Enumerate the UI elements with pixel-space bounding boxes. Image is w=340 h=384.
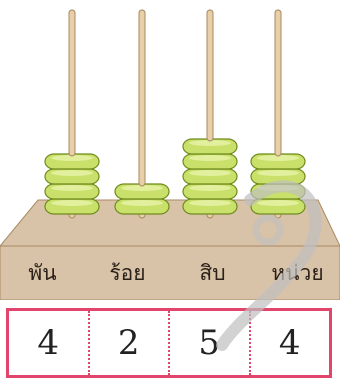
abacus-bead	[45, 169, 99, 184]
abacus-rod-top	[139, 10, 145, 186]
abacus-rods	[69, 10, 281, 218]
abacus-bead	[251, 169, 305, 184]
digit-ones: 4	[251, 311, 330, 375]
abacus-bead	[183, 169, 237, 184]
abacus-bead	[115, 199, 169, 214]
digit-hundreds: 2	[90, 311, 171, 375]
abacus-bead	[45, 199, 99, 214]
place-value-labels: พัน ร้อย สิบ หน่วย	[0, 246, 340, 300]
abacus-rod-top	[207, 10, 213, 141]
abacus-bead	[45, 184, 99, 199]
abacus-bead	[251, 199, 305, 214]
abacus-bead	[183, 199, 237, 214]
label-ones: หน่วย	[255, 246, 340, 300]
label-hundreds: ร้อย	[85, 246, 170, 300]
digit-tens: 5	[170, 311, 251, 375]
abacus-bead	[183, 154, 237, 169]
abacus-rod-top	[275, 10, 281, 156]
label-tens: สิบ	[170, 246, 255, 300]
digit-thousands: 4	[9, 311, 90, 375]
label-thousands: พัน	[0, 246, 85, 300]
abacus-bead	[183, 184, 237, 199]
abacus-rod-top	[69, 10, 75, 156]
abacus-bead	[251, 184, 305, 199]
number-box: 4 2 5 4	[6, 308, 332, 378]
abacus-beads	[45, 10, 305, 214]
